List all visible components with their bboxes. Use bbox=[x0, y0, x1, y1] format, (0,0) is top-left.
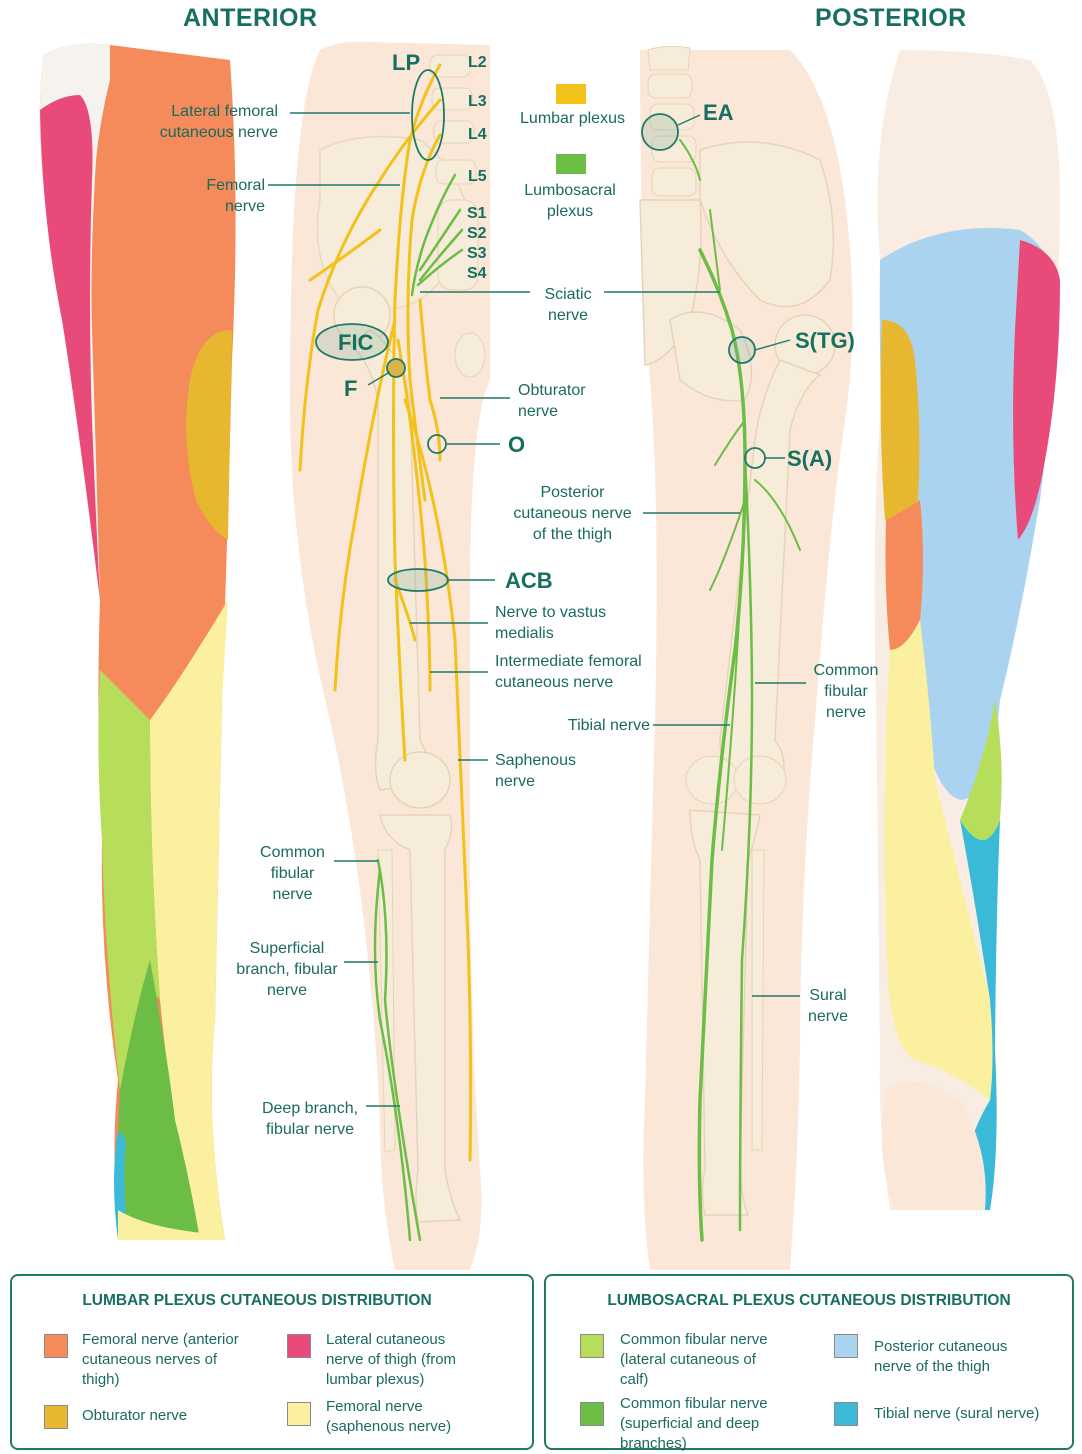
label-intermediate-femoral-cutaneous: Intermediate femoral cutaneous nerve bbox=[495, 653, 642, 691]
level-s3: S3 bbox=[467, 245, 487, 262]
block-f: F bbox=[344, 376, 358, 401]
level-l5: L5 bbox=[468, 168, 487, 185]
anterior-header: ANTERIOR bbox=[183, 4, 318, 32]
label-lateral-femoral-cutaneous: Lateral femoral cutaneous nerve bbox=[159, 103, 278, 141]
lumbosacral-key-swatch bbox=[556, 154, 586, 174]
legend-swatch-common-fibular-lateral bbox=[580, 1334, 604, 1358]
level-l2: L2 bbox=[468, 54, 487, 71]
posterior-dermatome-leg bbox=[874, 50, 1060, 1210]
key-lumbosacral-label: Lumbosacral plexus bbox=[524, 182, 616, 220]
block-o: O bbox=[508, 432, 526, 457]
level-s2: S2 bbox=[467, 225, 487, 242]
legend-label-lateral-cutaneous: Lateral cutaneous nerve of thigh (from l… bbox=[326, 1331, 457, 1388]
label-nerve-to-vastus-medialis: Nerve to vastus medialis bbox=[495, 604, 607, 642]
anterior-skeletal-leg bbox=[290, 41, 490, 1271]
legend-label-femoral: Femoral nerve (anterior cutaneous nerves… bbox=[82, 1331, 239, 1388]
block-fic: FIC bbox=[338, 330, 374, 355]
legend-swatch-tibial-sural bbox=[834, 1402, 858, 1426]
legend-swatch-common-fibular-branches bbox=[580, 1402, 604, 1426]
key-lumbar-label: Lumbar plexus bbox=[520, 110, 625, 127]
anterior-block-markers bbox=[315, 69, 449, 592]
lumbosacral-plexus-nerves-posterior bbox=[679, 139, 801, 1242]
legend-lumbosacral-title: LUMBOSACRAL PLEXUS CUTANEOUS DISTRIBUTIO… bbox=[607, 1292, 1011, 1309]
label-obturator: Obturator nerve bbox=[518, 382, 586, 420]
legend-lumbar-title: LUMBAR PLEXUS CUTANEOUS DISTRIBUTION bbox=[82, 1292, 432, 1309]
posterior-header: POSTERIOR bbox=[815, 4, 967, 32]
level-s4: S4 bbox=[467, 265, 487, 282]
label-saphenous: Saphenous nerve bbox=[495, 752, 576, 790]
label-common-fibular-posterior: Common fibular nerve bbox=[813, 662, 879, 721]
label-sural: Sural nerve bbox=[807, 987, 849, 1025]
label-superficial-branch: Superficial branch, fibular nerve bbox=[236, 940, 338, 999]
legend-swatch-femoral bbox=[44, 1334, 68, 1358]
label-common-fibular-anterior: Common fibular nerve bbox=[260, 844, 325, 903]
level-l4: L4 bbox=[468, 126, 487, 143]
label-posterior-cutaneous-thigh: Posterior cutaneous nerve of the thigh bbox=[513, 484, 632, 543]
lumbar-plexus-nerves-anterior bbox=[298, 63, 473, 1162]
legend-swatch-obturator bbox=[44, 1405, 68, 1429]
legend-label-tibial-sural: Tibial nerve (sural nerve) bbox=[874, 1405, 1040, 1422]
legend-swatch-saphenous bbox=[287, 1402, 311, 1426]
legend-label-saphenous: Femoral nerve (saphenous nerve) bbox=[326, 1398, 452, 1435]
legend-swatch-posterior-cutaneous bbox=[834, 1334, 858, 1358]
label-deep-branch: Deep branch, fibular nerve bbox=[261, 1100, 359, 1138]
legend-label-obturator: Obturator nerve bbox=[82, 1407, 188, 1424]
legend-label-common-fibular-lateral: Common fibular nerve (lateral cutaneous … bbox=[620, 1331, 768, 1388]
block-s-tg: S(TG) bbox=[795, 328, 855, 353]
anterior-dermatome-leg bbox=[39, 43, 236, 1240]
label-tibial: Tibial nerve bbox=[567, 717, 650, 734]
legend-lumbar-box: LUMBAR PLEXUS CUTANEOUS DISTRIBUTION Fem… bbox=[10, 1274, 534, 1450]
posterior-block-markers bbox=[641, 113, 766, 469]
legend-swatch-lateral-cutaneous bbox=[287, 1334, 311, 1358]
block-acb: ACB bbox=[505, 568, 553, 593]
block-lp: LP bbox=[392, 50, 421, 75]
block-ea: EA bbox=[703, 100, 734, 125]
posterior-skeletal-leg bbox=[639, 45, 853, 1270]
leader-lines bbox=[268, 112, 806, 1107]
label-sciatic: Sciatic nerve bbox=[544, 286, 592, 324]
legend-label-common-fibular-branches: Common fibular nerve (superficial and de… bbox=[620, 1395, 768, 1452]
lumbar-key-swatch bbox=[556, 84, 586, 104]
lumbosacral-plexus-nerves-anterior bbox=[373, 173, 464, 1242]
legend-label-posterior-cutaneous: Posterior cutaneous nerve of the thigh bbox=[874, 1338, 1008, 1375]
level-l3: L3 bbox=[468, 93, 487, 110]
legend-lumbosacral-box: LUMBOSACRAL PLEXUS CUTANEOUS DISTRIBUTIO… bbox=[544, 1274, 1074, 1452]
label-femoral: Femoral nerve bbox=[206, 177, 265, 215]
block-s-a: S(A) bbox=[787, 446, 833, 471]
level-s1: S1 bbox=[467, 205, 487, 222]
